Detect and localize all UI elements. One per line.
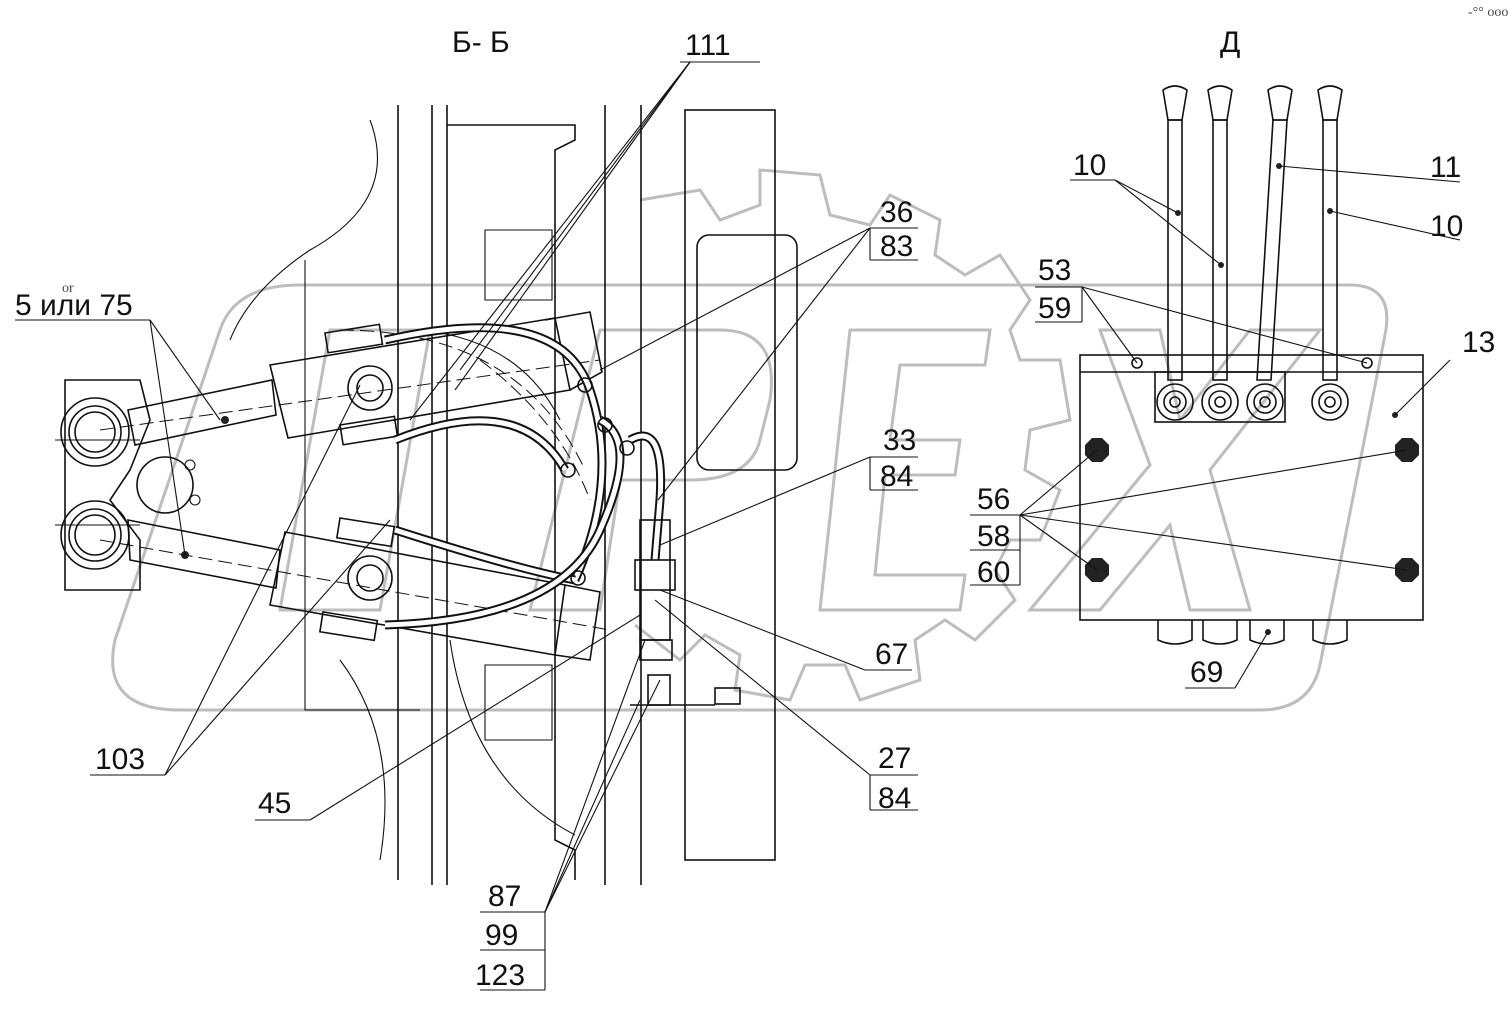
label-27: 27	[878, 742, 911, 775]
label-83: 83	[880, 230, 913, 263]
label-10-b: 10	[1430, 210, 1463, 243]
label-99: 99	[485, 919, 518, 952]
label-58: 58	[977, 520, 1010, 553]
label-10-a: 10	[1073, 149, 1106, 182]
watermark-logo	[111, 168, 1389, 712]
label-56: 56	[977, 483, 1010, 516]
labels: Б- Б Д -°° ooo or 111 36 83 5 или 75 33 …	[15, 5, 1508, 992]
label-53: 53	[1038, 254, 1071, 287]
label-87: 87	[488, 880, 521, 913]
label-69: 69	[1190, 656, 1223, 689]
label-84-b: 84	[878, 782, 911, 815]
label-111: 111	[685, 29, 731, 62]
label-123: 123	[475, 959, 525, 992]
label-33: 33	[883, 424, 916, 457]
lever-3	[1246, 85, 1293, 421]
label-45: 45	[258, 787, 291, 820]
label-59: 59	[1038, 292, 1071, 325]
small-text: or	[62, 281, 74, 296]
lever-4	[1311, 85, 1349, 421]
label-13: 13	[1462, 326, 1495, 359]
lever-1	[1156, 85, 1194, 421]
leader-lines	[15, 61, 1461, 991]
label-103: 103	[95, 743, 145, 776]
corner-mark: -°° ooo	[1468, 5, 1508, 20]
view-title: Д	[1220, 26, 1240, 59]
label-36: 36	[880, 196, 913, 229]
label-67: 67	[875, 638, 908, 671]
lever-2	[1201, 85, 1239, 421]
label-84-a: 84	[880, 460, 913, 493]
label-60: 60	[977, 556, 1010, 589]
label-11: 11	[1430, 151, 1461, 184]
label-5-or-75: 5 или 75	[15, 289, 133, 322]
section-b-b	[55, 105, 798, 885]
view-d	[1079, 85, 1424, 645]
section-title: Б- Б	[452, 26, 510, 59]
